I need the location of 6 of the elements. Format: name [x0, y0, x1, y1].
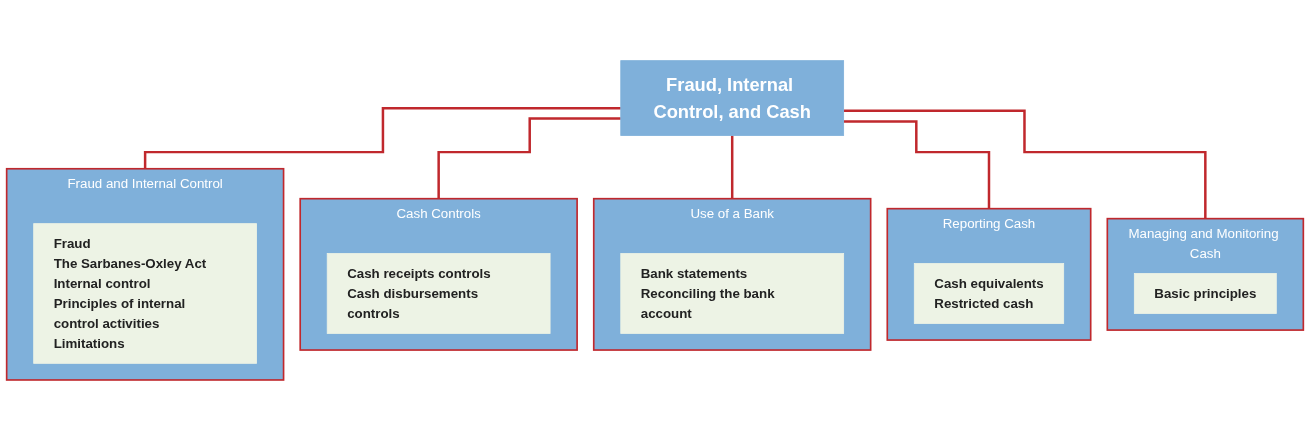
node-box: Fraud, Internal Control, and Cash	[620, 60, 845, 137]
node-box: Basic principles	[1133, 273, 1277, 315]
node-box: Cash equivalents Restricted cash	[913, 263, 1065, 325]
node-box: Cash receipts controls Cash disbursements controls	[326, 253, 551, 334]
node-box: Fraud The Sarbanes-Oxley Act Internal control Principles of internal control activities Limitations	[33, 223, 257, 364]
node-box: Bank statements Reconciling the bank account	[620, 253, 845, 334]
